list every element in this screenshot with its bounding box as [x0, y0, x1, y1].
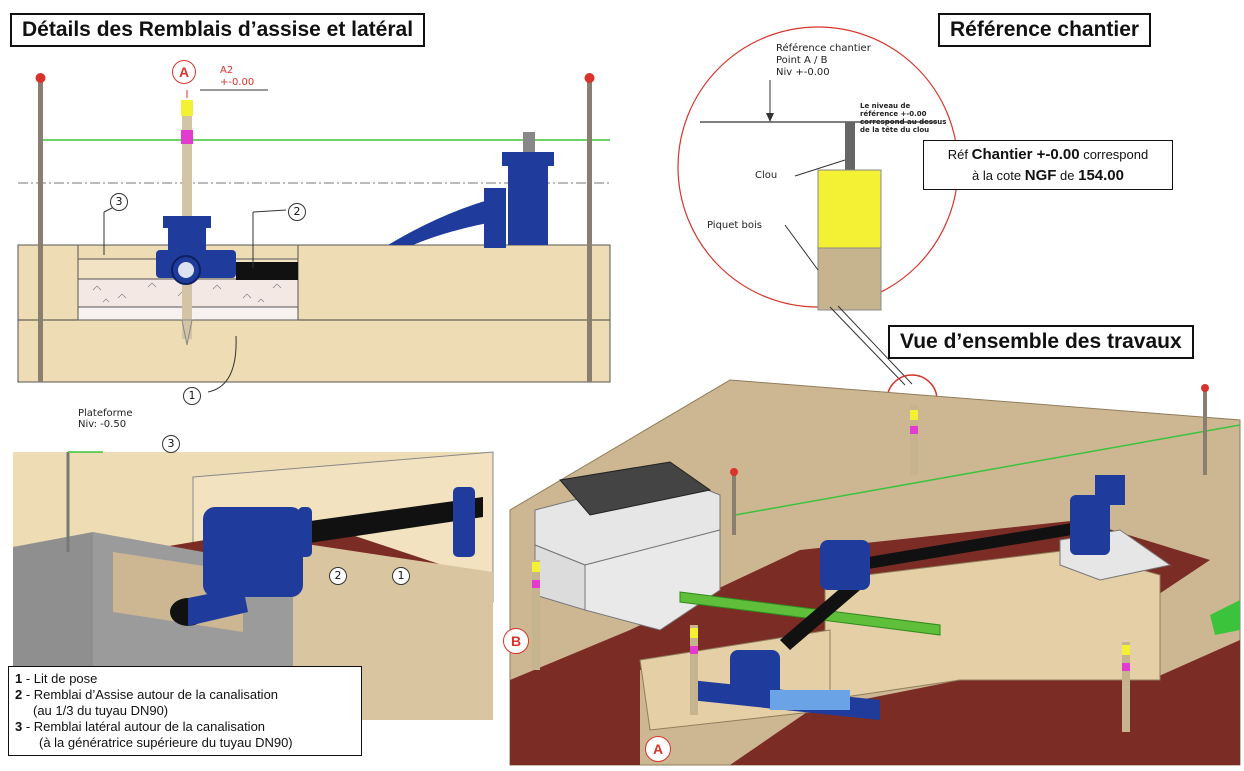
reference-note-small: Le niveau de référence +-0.00 correspond…	[860, 102, 947, 134]
overview-panel	[509, 379, 1241, 766]
a2-line2: +-0.00	[220, 77, 255, 88]
a2-label: A2 +-0.00	[220, 65, 254, 89]
legend: 1 - Lit de pose 2 - Remblai d’Assise aut…	[8, 666, 362, 756]
legend-item: 2 - Remblai d’Assise autour de la canali…	[15, 687, 279, 702]
reference-title: Référence chantier	[938, 13, 1152, 47]
ref-line2: Point A / B	[776, 55, 828, 66]
plateforme-label: Plateforme Niv: -0.50	[78, 408, 132, 430]
overview-title: Vue d’ensemble des travaux	[888, 325, 1194, 359]
legend-item: (au 1/3 du tuyau DN90)	[33, 703, 169, 718]
overview-drawing	[509, 379, 1241, 766]
marker-b: B	[503, 628, 529, 654]
marker-a-top: A	[172, 60, 196, 84]
legend-item: 1 - Lit de pose	[15, 671, 98, 686]
ref-line3: Niv +-0.00	[776, 67, 830, 78]
callout-3-bottom: 3	[162, 435, 180, 453]
callout-1-bottom: 1	[392, 567, 410, 585]
callout-2-top: 2	[288, 203, 306, 221]
section-detail-drawing	[17, 73, 611, 393]
legend-item: 3 - Remblai latéral autour de la canalis…	[15, 719, 266, 734]
callout-1-top: 1	[183, 387, 201, 405]
ref-ngf-note: Réf Chantier +-0.00 correspond à la cote…	[923, 140, 1173, 190]
reference-labels: Référence chantier Point A / B Niv +-0.0…	[776, 43, 871, 79]
clou-label: Clou	[755, 170, 778, 181]
callout-2-bottom: 2	[329, 567, 347, 585]
a2-line1: A2	[220, 65, 234, 76]
plateforme-line2: Niv: -0.50	[78, 419, 127, 430]
callout-3-top: 3	[110, 193, 128, 211]
legend-item: (à la génératrice supérieure du tuyau DN…	[39, 735, 293, 750]
ref-line1: Référence chantier	[776, 43, 871, 54]
section-detail-panel	[17, 40, 612, 393]
piquet-label: Piquet bois	[707, 220, 762, 231]
plateforme-line1: Plateforme	[78, 408, 133, 419]
details-title: Détails des Remblais d’assise et latéral	[10, 13, 426, 47]
marker-a-bottom: A	[645, 736, 671, 762]
